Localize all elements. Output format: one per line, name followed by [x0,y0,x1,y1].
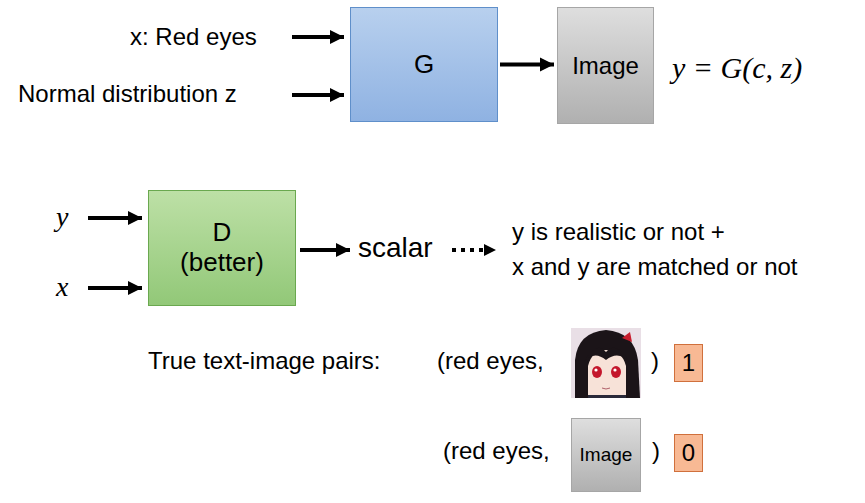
image-box: Image [571,418,641,492]
pair-text: (red eyes, [443,437,550,466]
input-arrow [88,286,142,290]
node-text: (better) [180,248,264,278]
output-label: scalar [358,231,433,265]
noise-label: Normal distribution z [18,80,237,109]
node-text: 0 [682,439,695,467]
pair-text: ) [651,347,659,376]
input-arrow [292,35,344,39]
output-arrow [300,248,350,252]
node-text: 1 [682,349,695,377]
formula-label: y = G(c, z) [672,50,802,86]
image-box: Image [557,7,654,124]
input-label: y [56,200,68,234]
node-text: Image [580,444,633,466]
generator-box: G [350,7,498,122]
node-text: Image [572,52,639,80]
node-text: G [414,50,434,80]
dotted-arrow [452,248,496,252]
input-arrow [292,93,344,97]
pair-text: (red eyes, [437,347,544,376]
condition-label: x: Red eyes [130,23,257,52]
score-box: 1 [674,344,703,382]
pairs-heading: True text-image pairs: [148,347,381,376]
flow-arrow [500,63,554,67]
input-label: x [56,270,68,304]
node-text: D [213,218,232,248]
input-arrow [88,216,142,220]
note-text: x and y are matched or not [512,253,798,282]
note-text: y is realistic or not + [512,218,725,247]
score-box: 0 [674,434,703,472]
discriminator-box: D(better) [148,190,296,306]
pair-text: ) [652,437,660,466]
anime-face-picture [571,328,641,398]
